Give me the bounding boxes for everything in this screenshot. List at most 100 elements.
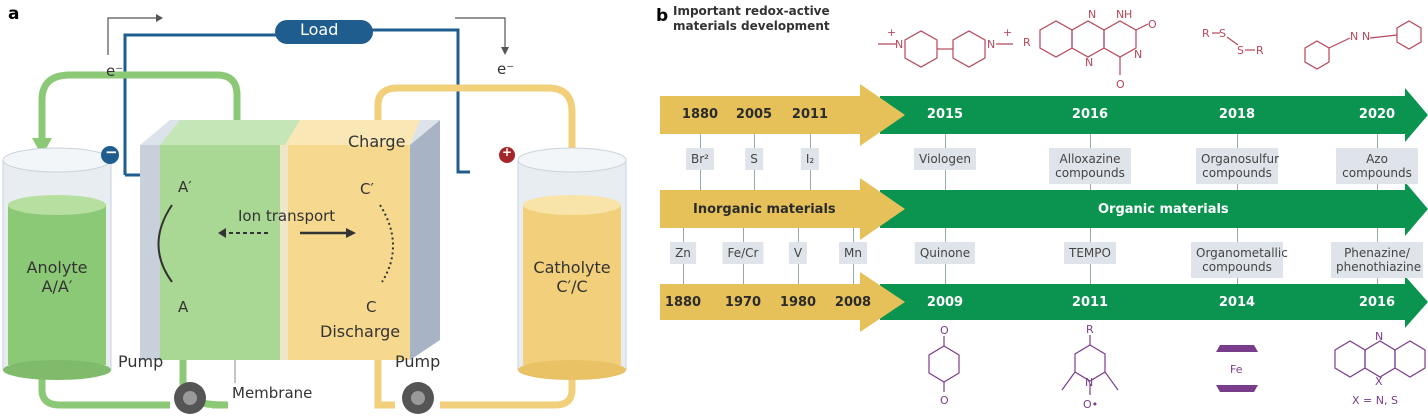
material-box: Phenazine/ phenothiazine <box>1331 242 1423 278</box>
svg-text:N: N <box>1134 48 1142 61</box>
load-label: Load <box>300 20 339 39</box>
ferrocene-structure <box>1216 345 1258 392</box>
pump-right-icon <box>402 382 434 414</box>
charge-label: Charge <box>348 132 406 151</box>
anolyte-tank <box>2 147 112 380</box>
viologen-charge: + <box>887 26 896 39</box>
material-box: Quinone <box>914 242 976 264</box>
quinone-structure <box>928 336 960 392</box>
material-box: S <box>745 148 763 170</box>
discharge-label: Discharge <box>320 322 401 341</box>
material-box: Zn <box>670 242 696 264</box>
membrane <box>280 145 288 360</box>
material-box: Organometallic compounds <box>1191 242 1288 278</box>
svg-text:N: N <box>1116 8 1124 21</box>
c-label: C <box>366 298 377 316</box>
phenazine-structure <box>1334 340 1426 378</box>
year-label: 1880 <box>681 107 719 122</box>
svg-text:O: O <box>940 394 949 407</box>
wire-left <box>123 33 280 175</box>
year-label: 2020 <box>1358 107 1396 122</box>
year-label: 2016 <box>1358 295 1396 310</box>
svg-text:R: R <box>1086 323 1094 336</box>
year-label: 2005 <box>735 107 773 122</box>
svg-text:N: N <box>1085 56 1093 69</box>
anolyte-label: Anolyte A/A′ <box>17 258 97 296</box>
svg-text:O•: O• <box>1083 398 1098 411</box>
load-box <box>275 20 373 44</box>
panel-a-letter: a <box>8 4 20 24</box>
year-label: 1880 <box>664 295 702 310</box>
azo-structure <box>1304 20 1422 70</box>
negative-terminal <box>101 146 119 164</box>
year-label: 1970 <box>724 295 762 310</box>
material-box: Azo compounds <box>1336 148 1418 184</box>
year-label: 2016 <box>1071 107 1109 122</box>
panel-b-letter: b <box>656 6 669 26</box>
inorganic-timeline-band <box>660 272 905 332</box>
svg-text:N: N <box>1350 30 1358 43</box>
svg-text:R: R <box>1256 44 1264 57</box>
svg-text:S: S <box>1219 27 1226 40</box>
anolyte-reaction-arrow <box>157 204 173 283</box>
year-label: 2009 <box>926 295 964 310</box>
viologen-structure <box>878 30 1013 68</box>
electron-left-label: e⁻ <box>106 62 124 80</box>
svg-text:O: O <box>940 324 949 337</box>
year-label: 1980 <box>779 295 817 310</box>
ion-transport-label: Ion transport <box>238 207 336 225</box>
panel-b-title: Important redox-active materials develop… <box>673 4 830 34</box>
svg-text:Fe: Fe <box>1230 363 1243 376</box>
material-box: Organosulfur compounds <box>1196 148 1279 184</box>
svg-text:H: H <box>1124 8 1132 21</box>
title-line-1: Important redox-active <box>673 4 830 18</box>
svg-text:R: R <box>1023 36 1031 49</box>
electron-arrow-left <box>107 17 160 55</box>
svg-text:N: N <box>1088 8 1096 21</box>
svg-text:N: N <box>1362 30 1370 43</box>
positive-terminal <box>499 147 515 163</box>
phenazine-caption: X = N, S <box>1352 394 1398 407</box>
inorganic-timeline-band <box>660 178 905 240</box>
year-label: 2015 <box>926 107 964 122</box>
positive-sign: + <box>502 145 513 159</box>
catholyte-species: C′/C <box>556 277 588 296</box>
anolyte-flow-top <box>38 71 241 140</box>
svg-text:O: O <box>1148 18 1157 31</box>
material-box: I₂ <box>800 148 820 170</box>
pump-right-label: Pump <box>395 352 441 371</box>
organic-timeline-band <box>880 182 1428 236</box>
material-box: V <box>788 242 808 264</box>
pump-left-label: Pump <box>118 352 164 371</box>
material-box: Fe/Cr <box>722 242 764 264</box>
pump-left-icon <box>174 382 206 414</box>
svg-text:S: S <box>1237 44 1244 57</box>
material-box: Mn <box>839 242 867 264</box>
electrochemical-cell <box>140 120 440 360</box>
viologen-atom: N <box>895 38 903 51</box>
svg-text:R: R <box>1202 27 1210 40</box>
electron-arrow-right <box>455 17 506 52</box>
organosulfur-structure <box>1212 32 1255 51</box>
anolyte-species: A/A′ <box>41 277 73 296</box>
year-label: 2014 <box>1218 295 1256 310</box>
year-label: 2011 <box>1071 295 1109 310</box>
catholyte-name: Catholyte <box>533 258 611 277</box>
catholyte-tank <box>517 147 627 380</box>
organic-materials-label: Organic materials <box>1098 202 1229 217</box>
catholyte-reaction-arrow <box>379 204 394 283</box>
anolyte-name: Anolyte <box>26 258 88 277</box>
c-prime-label: C′ <box>360 180 374 198</box>
material-box: Alloxazine compounds <box>1049 148 1131 184</box>
material-box: Viologen <box>914 148 976 170</box>
inorganic-materials-label: Inorganic materials <box>693 202 836 217</box>
viologen-atom: N <box>987 38 995 51</box>
catholyte-flow-top <box>374 84 576 150</box>
organic-timeline-band <box>880 276 1428 328</box>
a-prime-label: A′ <box>178 178 192 196</box>
svg-text:N: N <box>1375 330 1383 343</box>
organic-timeline-band <box>880 88 1428 142</box>
catholyte-label: Catholyte C′/C <box>528 258 616 296</box>
a-label: A <box>178 298 189 316</box>
flow-battery-diagram <box>2 14 627 414</box>
